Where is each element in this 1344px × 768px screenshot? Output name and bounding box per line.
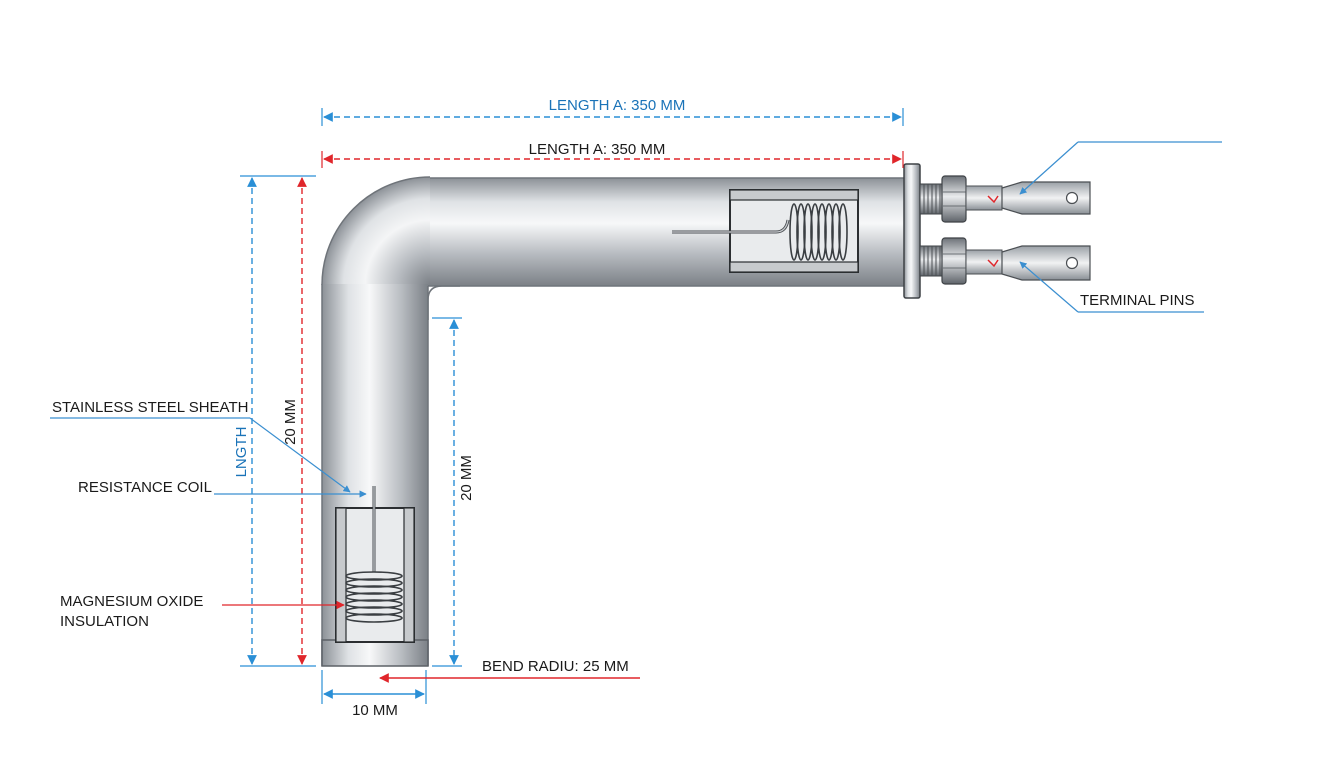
dim-length-a-red: LENGTH A: 350 MM	[321, 141, 904, 168]
horizontal-cutaway	[672, 189, 859, 273]
callout-terminals-label: TERMINAL PINS	[1080, 292, 1194, 309]
dim-inner-height-blue: 20 MM	[432, 317, 475, 667]
callout-sheath-label: STAINLESS STEEL SHEATH	[52, 399, 248, 416]
callout-insulation: MAGNESIUM OXIDE INSULATION	[60, 593, 345, 630]
callout-coil-label: RESISTANCE COIL	[78, 479, 212, 496]
terminal-pin-lower	[919, 237, 1091, 285]
dim-vertical-blue: LNGTH	[233, 175, 316, 667]
dim-bend-radius: BEND RADIU: 25 MM	[379, 658, 640, 683]
callout-coil: RESISTANCE COIL	[78, 479, 367, 498]
resistance-coil-horizontal	[789, 203, 848, 261]
dim-inner-height-blue-label: 20 MM	[458, 455, 475, 501]
dim-length-a-red-label: LENGTH A: 350 MM	[529, 141, 666, 158]
terminal-pin-upper	[919, 175, 1091, 223]
dim-height-red-label: 20 MM	[282, 399, 299, 445]
dim-bend-radius-label: BEND RADIU: 25 MM	[482, 658, 629, 675]
resistance-coil-vertical	[345, 571, 403, 623]
callout-insulation-label-2: INSULATION	[60, 613, 149, 630]
vertical-cutaway	[335, 486, 415, 643]
dim-diameter-label: 10 MM	[352, 702, 398, 719]
dim-length-a-blue: LENGTH A: 350 MM	[321, 97, 904, 126]
callout-sheath: STAINLESS STEEL SHEATH	[50, 399, 351, 493]
dim-vertical-blue-label: LNGTH	[233, 427, 250, 478]
callout-terminals: TERMINAL PINS	[1019, 141, 1222, 313]
dim-height-red: 20 MM	[282, 177, 307, 665]
dim-diameter: 10 MM	[321, 670, 427, 719]
flange	[903, 163, 921, 299]
callout-insulation-label-1: MAGNESIUM OXIDE	[60, 593, 203, 610]
dim-length-a-blue-label: LENGTH A: 350 MM	[549, 97, 686, 114]
